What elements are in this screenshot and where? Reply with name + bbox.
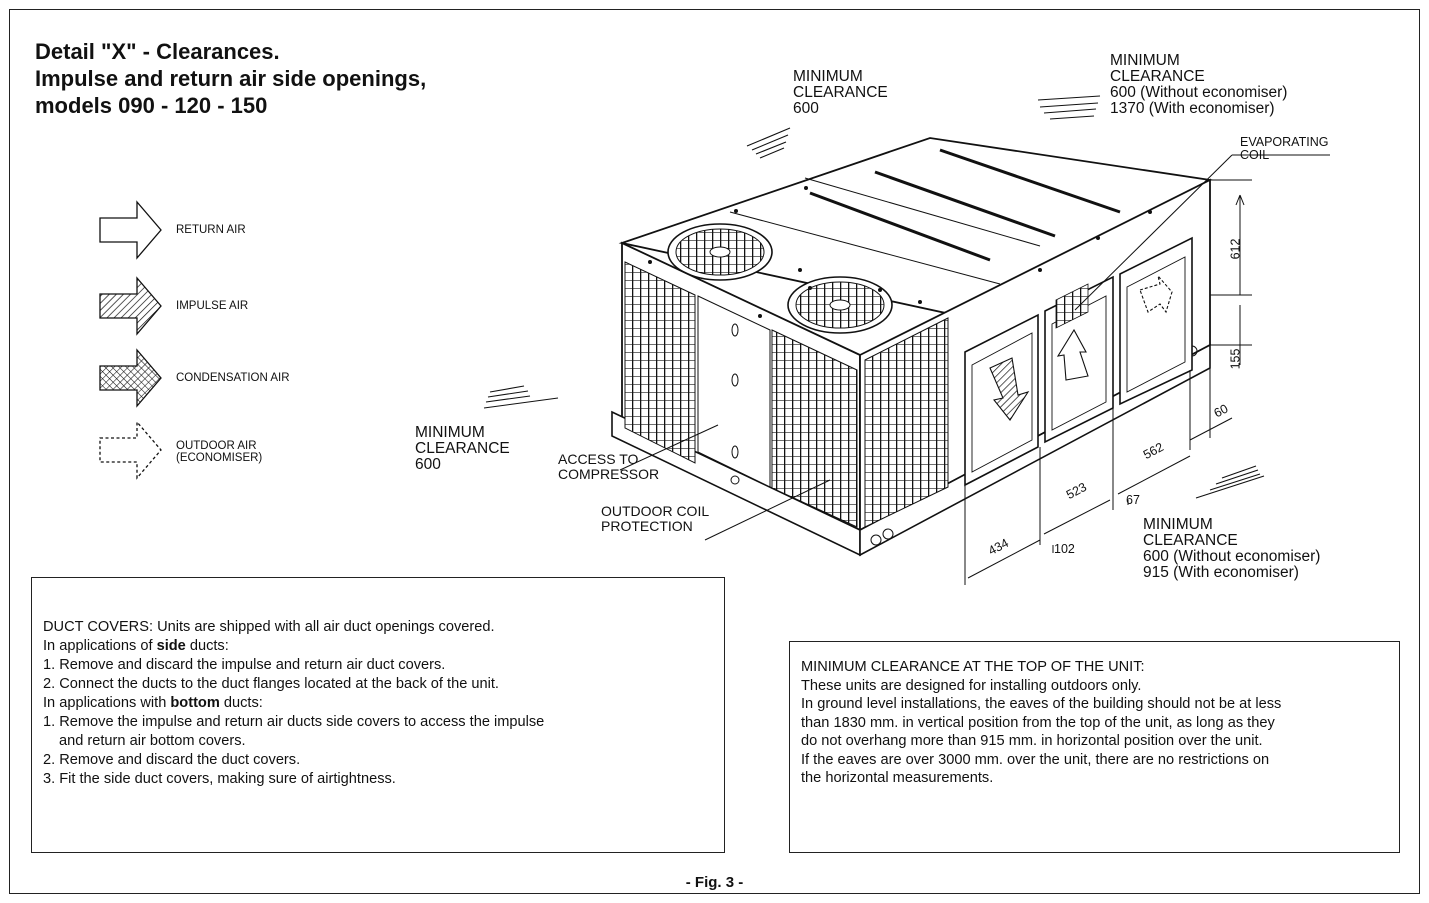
duct-note-bottom-pre: In applications with bbox=[43, 695, 171, 711]
clearance-left: MINIMUM CLEARANCE 600 bbox=[415, 425, 510, 473]
outdoor-air-opening bbox=[1119, 236, 1193, 406]
legend-outdoor-line-1: OUTDOOR AIR bbox=[176, 440, 257, 452]
dim-612: 612 bbox=[1228, 238, 1243, 260]
duct-note-bottom-bold: bottom bbox=[170, 695, 220, 711]
callout-evaporating-line-2: COIL bbox=[1240, 148, 1270, 162]
figure-caption: - Fig. 3 - bbox=[685, 874, 744, 891]
figure-title: Detail "X" - Clearances. Impulse and ret… bbox=[35, 38, 426, 119]
dim-102: 102 bbox=[1054, 542, 1075, 556]
duct-covers-note: DUCT COVERS: Units are shipped with all … bbox=[31, 577, 725, 853]
duct-note-side-bold: side bbox=[156, 638, 186, 654]
callout-access-line-2: COMPRESSOR bbox=[558, 466, 660, 482]
clearance-top-right: MINIMUM CLEARANCE 600 (Without economise… bbox=[1110, 53, 1287, 117]
top-note-line-2: These units are designed for installing … bbox=[801, 677, 1142, 694]
duct-note-line-1: DUCT COVERS: Units are shipped with all … bbox=[43, 619, 495, 635]
compressor-access-panel bbox=[697, 295, 771, 488]
legend-outdoor-label: OUTDOOR AIR (ECONOMISER) bbox=[176, 440, 262, 464]
legend-arrow-return bbox=[99, 200, 162, 260]
dim-67: 67 bbox=[1126, 493, 1140, 507]
legend-condensation-label: CONDENSATION AIR bbox=[176, 372, 290, 384]
duct-note-line-8: 3. Fit the side duct covers, making sure… bbox=[43, 771, 396, 787]
top-clearance-note: MINIMUM CLEARANCE AT THE TOP OF THE UNIT… bbox=[789, 641, 1400, 853]
legend-outdoor-line-2: (ECONOMISER) bbox=[176, 452, 263, 464]
clearance-bottom-right-line-4: 915 (With economiser) bbox=[1143, 564, 1299, 581]
top-note-line-3: In ground level installations, the eaves… bbox=[801, 696, 1282, 712]
duct-note-line-4: 2. Connect the ducts to the duct flanges… bbox=[43, 676, 499, 692]
dimension-lines bbox=[619, 154, 1330, 585]
legend-impulse-label: IMPULSE AIR bbox=[176, 300, 249, 312]
clearance-bottom-right-line-3: 600 (Without economiser) bbox=[1143, 548, 1321, 565]
callout-evaporating-line-1: EVAPORATING bbox=[1240, 135, 1329, 149]
hvac-unit bbox=[611, 137, 1213, 557]
legend-arrow-condensation bbox=[99, 348, 162, 408]
clearance-hatch-marks bbox=[483, 95, 1265, 499]
condenser-fan-1 bbox=[667, 223, 773, 281]
top-note-line-5: do not overhang more than 915 mm. in hor… bbox=[801, 733, 1263, 749]
legend-arrow-outdoor bbox=[99, 420, 162, 480]
title-line-3: models 090 - 120 - 150 bbox=[35, 93, 268, 118]
callout-access-compressor: ACCESS TO COMPRESSOR bbox=[558, 452, 659, 482]
impulse-air-arrow bbox=[1056, 328, 1089, 381]
clearance-top-left-line-1: MINIMUM bbox=[793, 68, 863, 85]
clearance-top-right-line-2: CLEARANCE bbox=[1110, 68, 1205, 85]
evaporating-coil bbox=[1055, 283, 1089, 329]
duct-note-line-6b: and return air bottom covers. bbox=[59, 733, 246, 749]
clearance-top-right-line-4: 1370 (With economiser) bbox=[1110, 100, 1275, 117]
top-screws bbox=[648, 186, 1152, 318]
duct-note-line-3: 1. Remove and discard the impulse and re… bbox=[43, 657, 446, 673]
hatch-top-right bbox=[1037, 95, 1101, 120]
clearance-top-left-line-2: CLEARANCE bbox=[793, 84, 888, 101]
callout-outdoor-coil: OUTDOOR COIL PROTECTION bbox=[601, 504, 709, 534]
clearance-left-line-3: 600 bbox=[415, 456, 441, 473]
clearance-left-line-1: MINIMUM bbox=[415, 424, 485, 441]
hatch-left bbox=[483, 385, 559, 409]
duct-note-line-2: In applications of side ducts: bbox=[43, 637, 724, 656]
dim-155: 155 bbox=[1228, 348, 1243, 370]
clearance-bottom-right: MINIMUM CLEARANCE 600 (Without economise… bbox=[1143, 517, 1320, 581]
duct-note-line-7: 2. Remove and discard the duct covers. bbox=[43, 752, 301, 768]
legend-return-label: RETURN AIR bbox=[176, 224, 246, 236]
clearance-left-line-2: CLEARANCE bbox=[415, 440, 510, 457]
duct-note-line-6a: 1. Remove the impulse and return air duc… bbox=[43, 714, 545, 730]
title-line-2: Impulse and return air side openings, bbox=[35, 66, 427, 91]
duct-note-bottom-post: ducts: bbox=[219, 695, 263, 711]
top-note-line-1: MINIMUM CLEARANCE AT THE TOP OF THE UNIT… bbox=[801, 659, 1145, 675]
callout-outdoor-coil-line-1: OUTDOOR COIL bbox=[601, 503, 710, 519]
duct-note-side-post: ducts: bbox=[185, 638, 229, 654]
duct-note-line-5: In applications with bottom ducts: bbox=[43, 694, 724, 713]
duct-note-side-pre: In applications of bbox=[43, 638, 157, 654]
clearance-top-right-line-3: 600 (Without economiser) bbox=[1110, 84, 1288, 101]
top-note-line-4: than 1830 mm. in vertical position from … bbox=[801, 714, 1275, 731]
figure-frame bbox=[9, 9, 1420, 894]
legend-arrow-impulse bbox=[99, 276, 162, 336]
outdoor-coil-grille-center bbox=[771, 329, 858, 528]
clearance-bottom-right-line-1: MINIMUM bbox=[1143, 516, 1213, 533]
title-line-1: Detail "X" - Clearances. bbox=[35, 39, 280, 64]
callout-outdoor-coil-line-2: PROTECTION bbox=[601, 518, 693, 534]
callout-access-line-1: ACCESS TO bbox=[558, 451, 639, 467]
outdoor-air-arrow bbox=[1139, 275, 1173, 314]
clearance-top-left-line-3: 600 bbox=[793, 100, 819, 117]
clearance-bottom-right-line-2: CLEARANCE bbox=[1143, 532, 1238, 549]
hatch-top-left bbox=[746, 127, 791, 159]
callout-evaporating-coil: EVAPORATING COIL bbox=[1240, 136, 1328, 162]
outdoor-coil-grille-right bbox=[864, 317, 949, 528]
return-air-arrow bbox=[989, 357, 1030, 421]
clearance-top-left: MINIMUM CLEARANCE 600 bbox=[793, 69, 888, 117]
outdoor-coil-grille-left bbox=[624, 261, 696, 464]
hatch-bottom-right bbox=[1195, 465, 1265, 499]
top-note-line-7: the horizontal measurements. bbox=[801, 770, 994, 786]
top-note-line-6: If the eaves are over 3000 mm. over the … bbox=[801, 751, 1270, 768]
clearance-top-right-line-1: MINIMUM bbox=[1110, 52, 1180, 69]
condenser-fan-2 bbox=[787, 276, 893, 334]
